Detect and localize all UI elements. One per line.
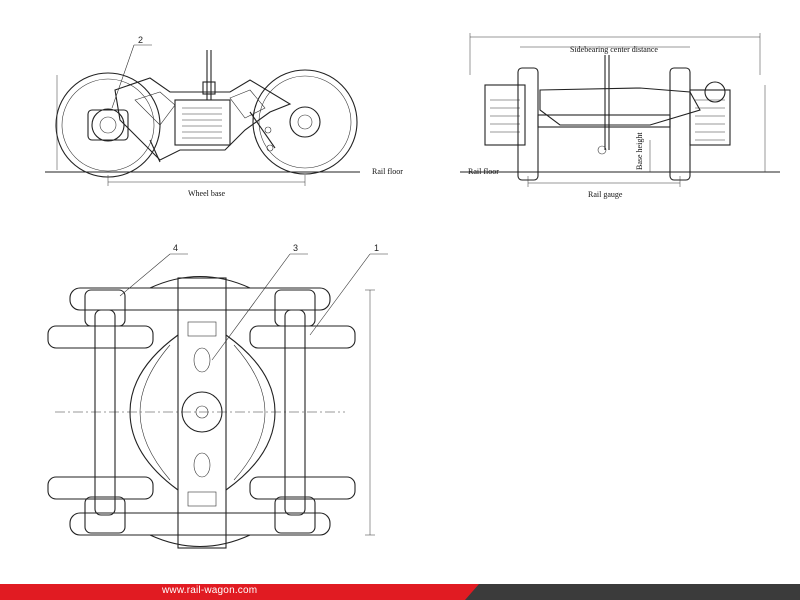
- wheel-top-right: [249, 325, 356, 349]
- footer-bar: www.rail-wagon.com: [0, 584, 800, 600]
- plan-bolster: [177, 277, 227, 549]
- left-brake-beam: [129, 334, 179, 491]
- bolster: [539, 87, 701, 126]
- base-height-label: Base height: [635, 132, 644, 170]
- wheel-base-label: Wheel base: [188, 189, 226, 198]
- right-wheel: [252, 69, 358, 175]
- footer-dark-block: [465, 584, 800, 600]
- wheel-top-left: [47, 325, 154, 349]
- rail-gauge-label: Rail gauge: [588, 190, 623, 199]
- sidebearing-center-distance-label: Sidebearing center distance: [570, 45, 658, 54]
- item-label-4: 4: [173, 243, 178, 253]
- end-rail-floor-label: Rail floor: [468, 167, 499, 176]
- end-axle: [537, 114, 671, 128]
- bottom-side-frame: [69, 512, 331, 536]
- leader-2: [111, 44, 135, 109]
- item-label-2: 2: [138, 35, 143, 45]
- footer-url[interactable]: www.rail-wagon.com: [162, 585, 258, 596]
- right-axle: [284, 309, 306, 516]
- side-frame: [114, 50, 292, 163]
- side-view: 2 Wheel base Rail floor: [45, 35, 403, 198]
- top-side-frame: [69, 287, 331, 311]
- plan-view: 4 3 1: [47, 243, 388, 549]
- right-end-wheel: [669, 67, 691, 181]
- left-side-spring: [484, 84, 526, 146]
- wheel-bottom-left: [47, 476, 154, 500]
- left-axle: [94, 309, 116, 516]
- right-side-spring: [689, 81, 731, 146]
- item-label-3: 3: [293, 243, 298, 253]
- item-label-1: 1: [374, 243, 379, 253]
- wheel-bottom-right: [249, 476, 356, 500]
- side-rail-floor-label: Rail floor: [372, 167, 403, 176]
- bogie-drawing: 2 Wheel base Rail floor Sidebearing cent…: [45, 33, 780, 549]
- right-brake-beam: [225, 334, 276, 491]
- end-view: Sidebearing center distance Base height …: [460, 33, 780, 199]
- left-wheel: [55, 72, 161, 178]
